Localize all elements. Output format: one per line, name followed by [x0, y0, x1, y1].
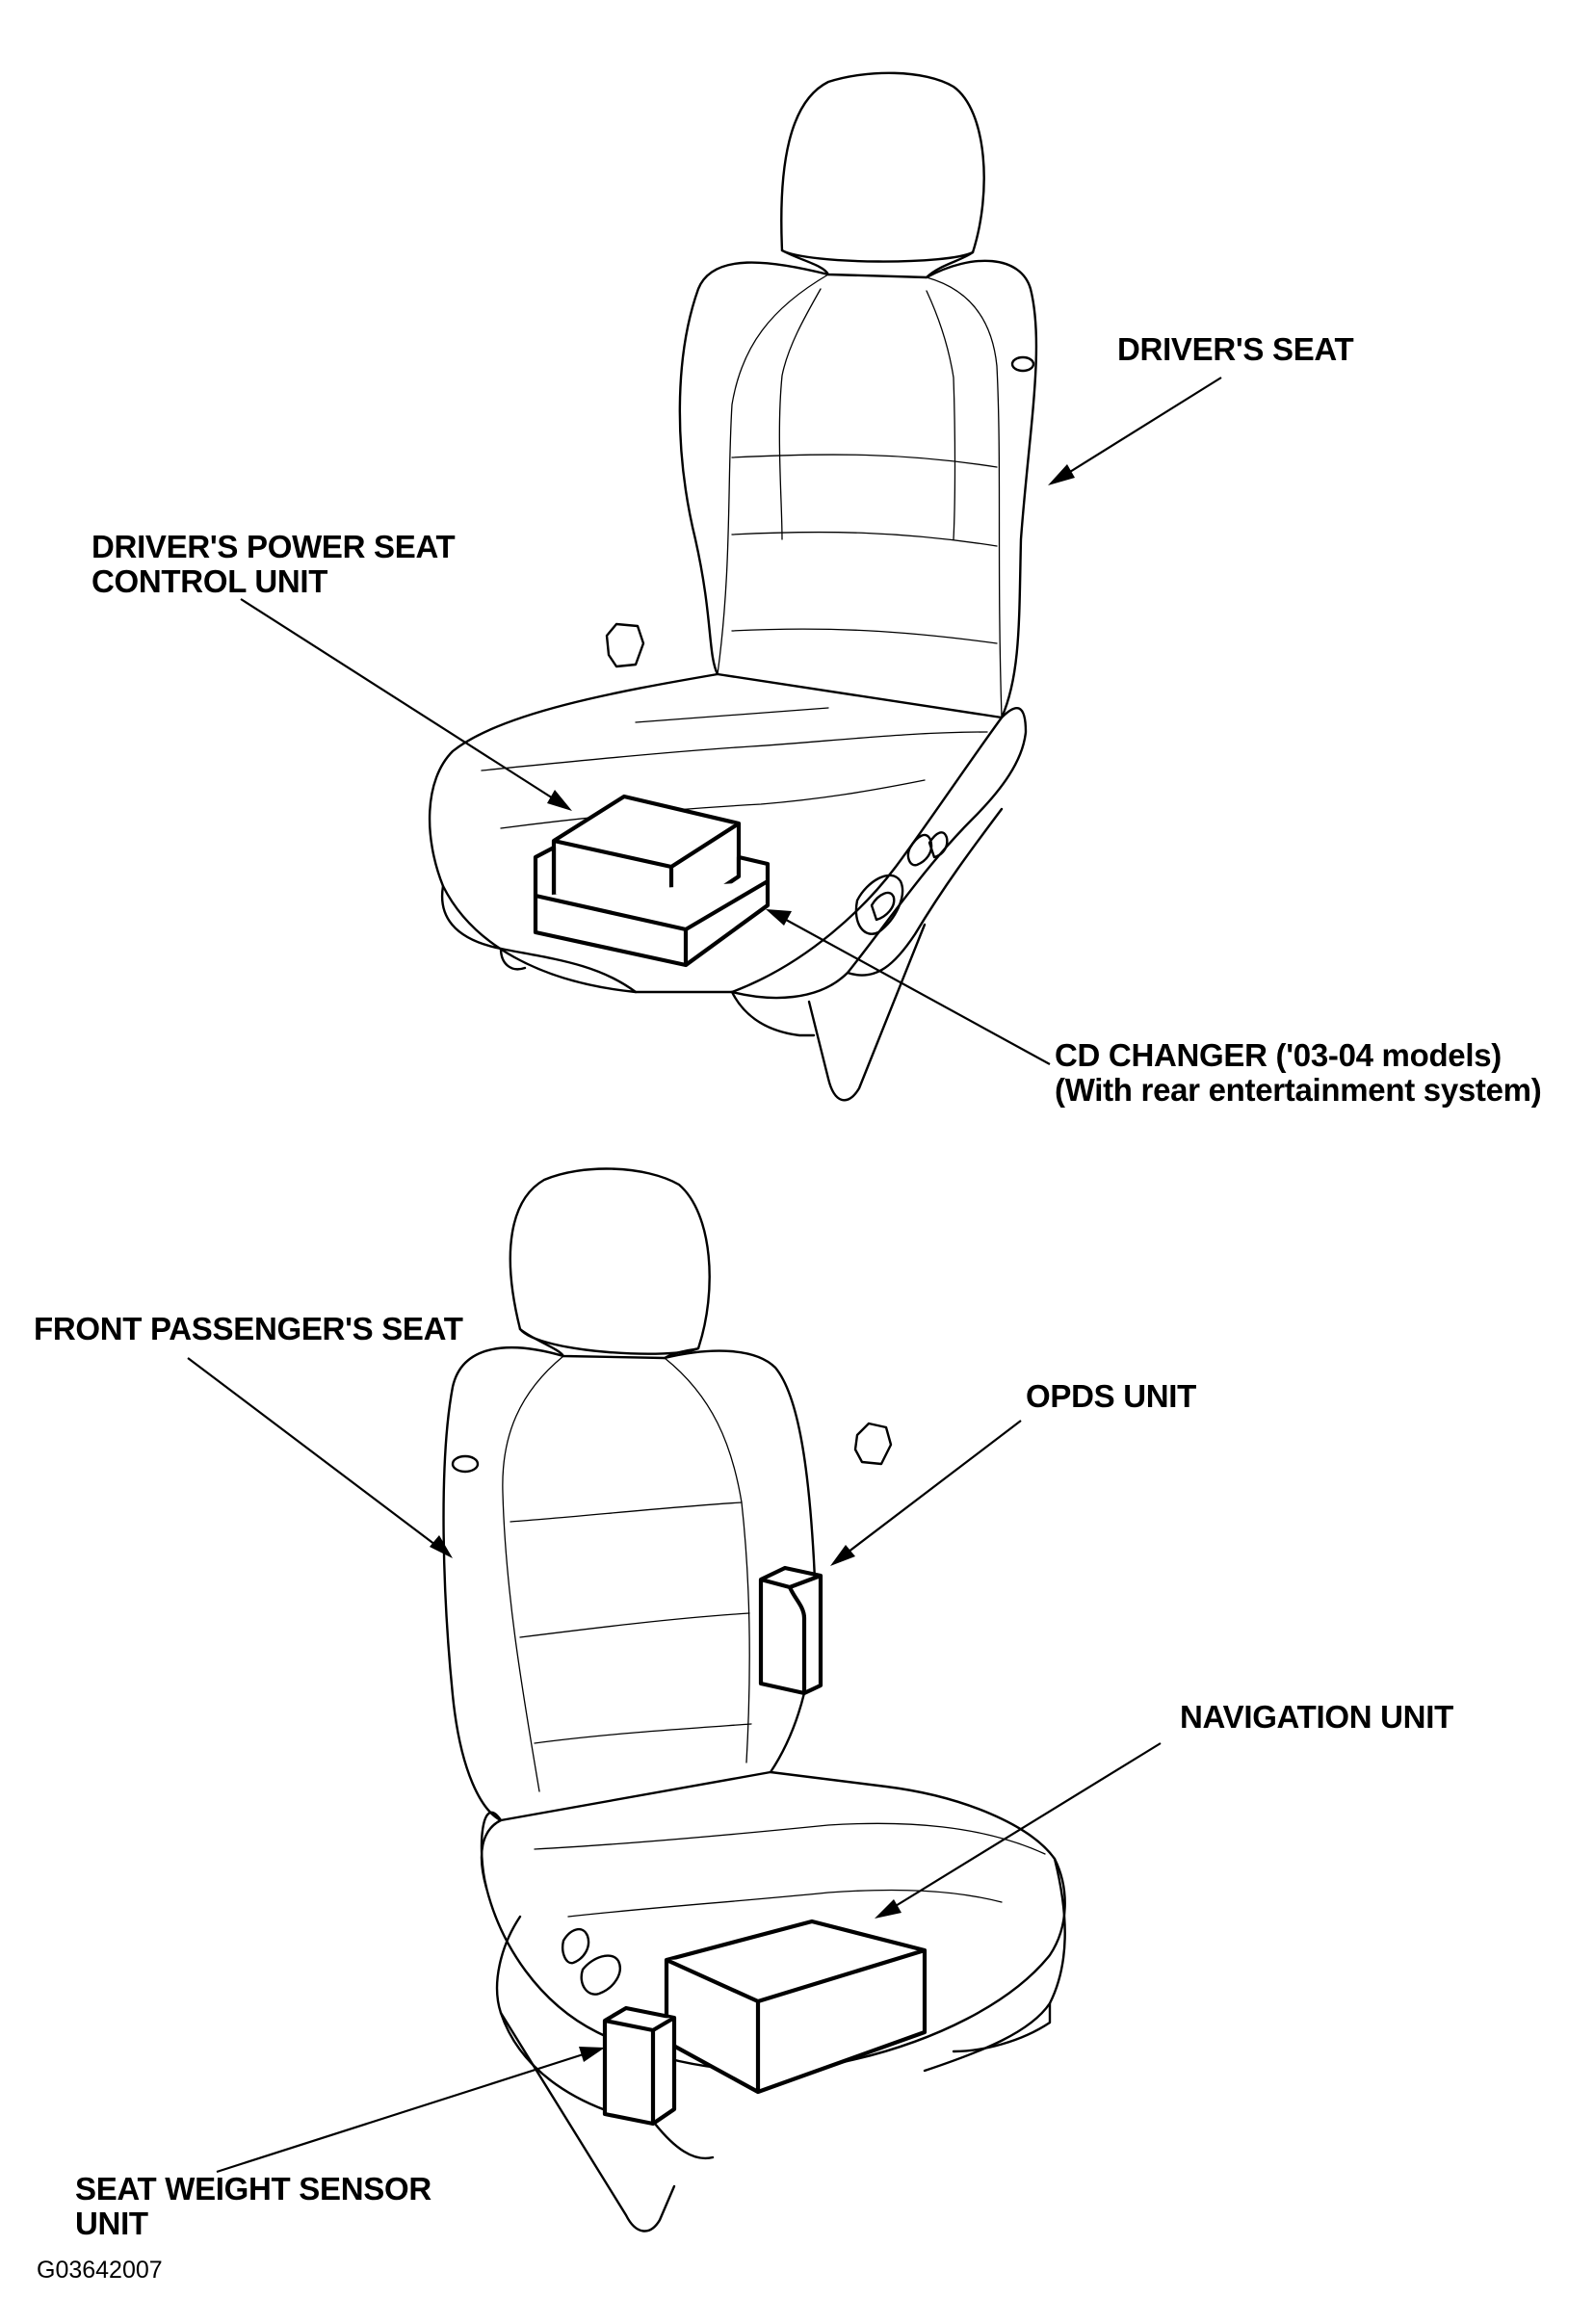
label-seat-weight-sensor-unit: SEAT WEIGHT SENSOR UNIT — [75, 2172, 431, 2241]
label-drivers-seat-text: DRIVER'S SEAT — [1117, 331, 1354, 367]
label-seat-weight-sensor-line-1: SEAT WEIGHT SENSOR — [75, 2171, 431, 2206]
label-power-seat-line-1: DRIVER'S POWER SEAT — [91, 529, 456, 564]
label-navigation-unit: NAVIGATION UNIT — [1180, 1700, 1453, 1735]
label-front-passenger-seat-text: FRONT PASSENGER'S SEAT — [34, 1311, 463, 1346]
label-opds-unit: OPDS UNIT — [1026, 1379, 1196, 1414]
label-seat-weight-sensor-line-2: UNIT — [75, 2206, 148, 2241]
label-power-seat-line-2: CONTROL UNIT — [91, 563, 328, 599]
label-cd-changer-line-2: (With rear entertainment system) — [1055, 1072, 1542, 1108]
opds-unit-box — [758, 1565, 823, 1696]
label-cd-changer-line-1: CD CHANGER ('03-04 models) — [1055, 1037, 1502, 1073]
label-opds-unit-text: OPDS UNIT — [1026, 1378, 1196, 1414]
seat-weight-sensor-unit-box — [602, 2005, 677, 2127]
drivers-seat-illustration — [428, 71, 1038, 1102]
leader-lines — [187, 377, 1222, 2174]
figure-code: G03642007 — [37, 2257, 163, 2284]
front-passenger-seat-illustration — [442, 1167, 1066, 2233]
label-front-passenger-seat: FRONT PASSENGER'S SEAT — [34, 1312, 463, 1346]
label-navigation-unit-text: NAVIGATION UNIT — [1180, 1699, 1453, 1735]
label-drivers-seat: DRIVER'S SEAT — [1117, 331, 1354, 367]
label-power-seat-control-unit: DRIVER'S POWER SEAT CONTROL UNIT — [91, 529, 456, 599]
cd-changer-box — [533, 845, 771, 968]
label-cd-changer: CD CHANGER ('03-04 models) (With rear en… — [1055, 1037, 1542, 1108]
